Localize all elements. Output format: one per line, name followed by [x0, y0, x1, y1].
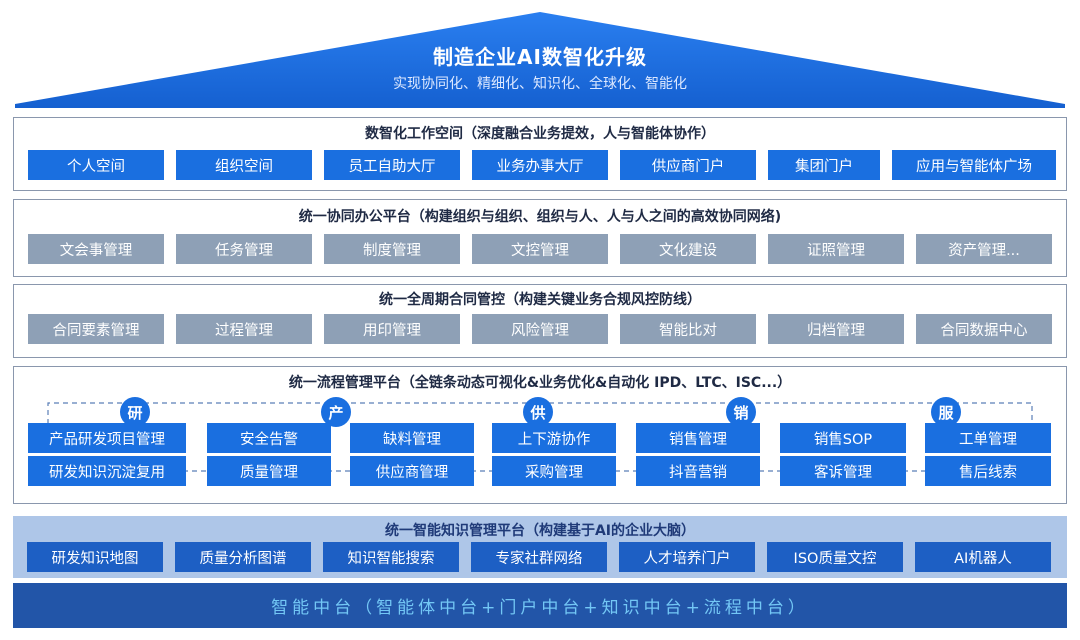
process-item[interactable]: 销售管理: [636, 423, 760, 453]
knowledge-item[interactable]: 质量分析图谱: [175, 542, 311, 572]
office-item[interactable]: 任务管理: [176, 234, 312, 264]
process-item[interactable]: 售后线索: [925, 456, 1051, 486]
process-item[interactable]: 销售SOP: [780, 423, 906, 453]
roof-subtitle: 实现协同化、精细化、知识化、全球化、智能化: [393, 76, 687, 92]
process-item[interactable]: 质量管理: [207, 456, 331, 486]
stage-badge-service: 服: [931, 397, 961, 427]
process-item[interactable]: 采购管理: [492, 456, 616, 486]
roof-shape: [15, 12, 1065, 108]
middle-platform-bar: 智能中台（智能体中台+门户中台+知识中台+流程中台）: [13, 583, 1067, 628]
workspace-item[interactable]: 业务办事大厅: [472, 150, 608, 180]
roof-banner: 制造企业AI数智化升级 实现协同化、精细化、知识化、全球化、智能化: [0, 0, 1080, 112]
office-item[interactable]: 资产管理...: [916, 234, 1052, 264]
contract-item[interactable]: 用印管理: [324, 314, 460, 344]
process-section: 统一流程管理平台（全链条动态可视化&业务优化&自动化 IPD、LTC、ISC..…: [13, 366, 1067, 504]
knowledge-item[interactable]: 研发知识地图: [27, 542, 163, 572]
stage-badge-research: 研: [120, 397, 150, 427]
knowledge-item[interactable]: 知识智能搜索: [323, 542, 459, 572]
workspace-item[interactable]: 员工自助大厅: [324, 150, 460, 180]
knowledge-section: 统一智能知识管理平台（构建基于AI的企业大脑） 研发知识地图 质量分析图谱 知识…: [13, 516, 1067, 578]
knowledge-row: 研发知识地图 质量分析图谱 知识智能搜索 专家社群网络 人才培养门户 ISO质量…: [27, 542, 1051, 572]
workspace-title: 数智化工作空间（深度融合业务提效，人与智能体协作）: [365, 126, 715, 142]
workspace-item[interactable]: 供应商门户: [620, 150, 756, 180]
stage-badge-supply: 供: [523, 397, 553, 427]
process-item[interactable]: 供应商管理: [350, 456, 474, 486]
workspace-item[interactable]: 应用与智能体广场: [892, 150, 1056, 180]
knowledge-item[interactable]: ISO质量文控: [767, 542, 903, 572]
contract-item[interactable]: 过程管理: [176, 314, 312, 344]
contract-item[interactable]: 合同要素管理: [28, 314, 164, 344]
office-section: 统一协同办公平台（构建组织与组织、组织与人、人与人之间的高效协同网络) 文会事管…: [13, 199, 1067, 277]
workspace-item[interactable]: 集团门户: [768, 150, 880, 180]
stage-badge-sales: 销: [726, 397, 756, 427]
process-item[interactable]: 缺料管理: [350, 423, 474, 453]
process-title: 统一流程管理平台（全链条动态可视化&业务优化&自动化 IPD、LTC、ISC..…: [288, 375, 792, 391]
knowledge-item[interactable]: 人才培养门户: [619, 542, 755, 572]
knowledge-item[interactable]: AI机器人: [915, 542, 1051, 572]
workspace-item[interactable]: 个人空间: [28, 150, 164, 180]
office-title: 统一协同办公平台（构建组织与组织、组织与人、人与人之间的高效协同网络): [298, 209, 782, 225]
process-item[interactable]: 抖音营销: [636, 456, 760, 486]
process-item[interactable]: 研发知识沉淀复用: [28, 456, 186, 486]
workspace-item[interactable]: 组织空间: [176, 150, 312, 180]
contract-item[interactable]: 风险管理: [472, 314, 608, 344]
process-item[interactable]: 客诉管理: [780, 456, 906, 486]
stage-badge-production: 产: [321, 397, 351, 427]
knowledge-item[interactable]: 专家社群网络: [471, 542, 607, 572]
office-item[interactable]: 文控管理: [472, 234, 608, 264]
contract-row: 合同要素管理 过程管理 用印管理 风险管理 智能比对 归档管理 合同数据中心: [28, 314, 1052, 344]
office-item[interactable]: 文化建设: [620, 234, 756, 264]
contract-item[interactable]: 合同数据中心: [916, 314, 1052, 344]
office-item[interactable]: 制度管理: [324, 234, 460, 264]
office-item[interactable]: 证照管理: [768, 234, 904, 264]
knowledge-title: 统一智能知识管理平台（构建基于AI的企业大脑）: [384, 523, 696, 539]
contract-section: 统一全周期合同管控（构建关键业务合规风控防线） 合同要素管理 过程管理 用印管理…: [13, 284, 1067, 358]
office-row: 文会事管理 任务管理 制度管理 文控管理 文化建设 证照管理 资产管理...: [28, 234, 1052, 264]
process-item[interactable]: 工单管理: [925, 423, 1051, 453]
process-item[interactable]: 安全告警: [207, 423, 331, 453]
roof-title: 制造企业AI数智化升级: [433, 45, 647, 69]
workspace-row: 个人空间 组织空间 员工自助大厅 业务办事大厅 供应商门户 集团门户 应用与智能…: [28, 150, 1056, 180]
contract-item[interactable]: 归档管理: [768, 314, 904, 344]
contract-item[interactable]: 智能比对: [620, 314, 756, 344]
contract-title: 统一全周期合同管控（构建关键业务合规风控防线）: [379, 292, 701, 308]
workspace-section: 数智化工作空间（深度融合业务提效，人与智能体协作） 个人空间 组织空间 员工自助…: [13, 117, 1067, 191]
process-item[interactable]: 上下游协作: [492, 423, 616, 453]
office-item[interactable]: 文会事管理: [28, 234, 164, 264]
process-item[interactable]: 产品研发项目管理: [28, 423, 186, 453]
